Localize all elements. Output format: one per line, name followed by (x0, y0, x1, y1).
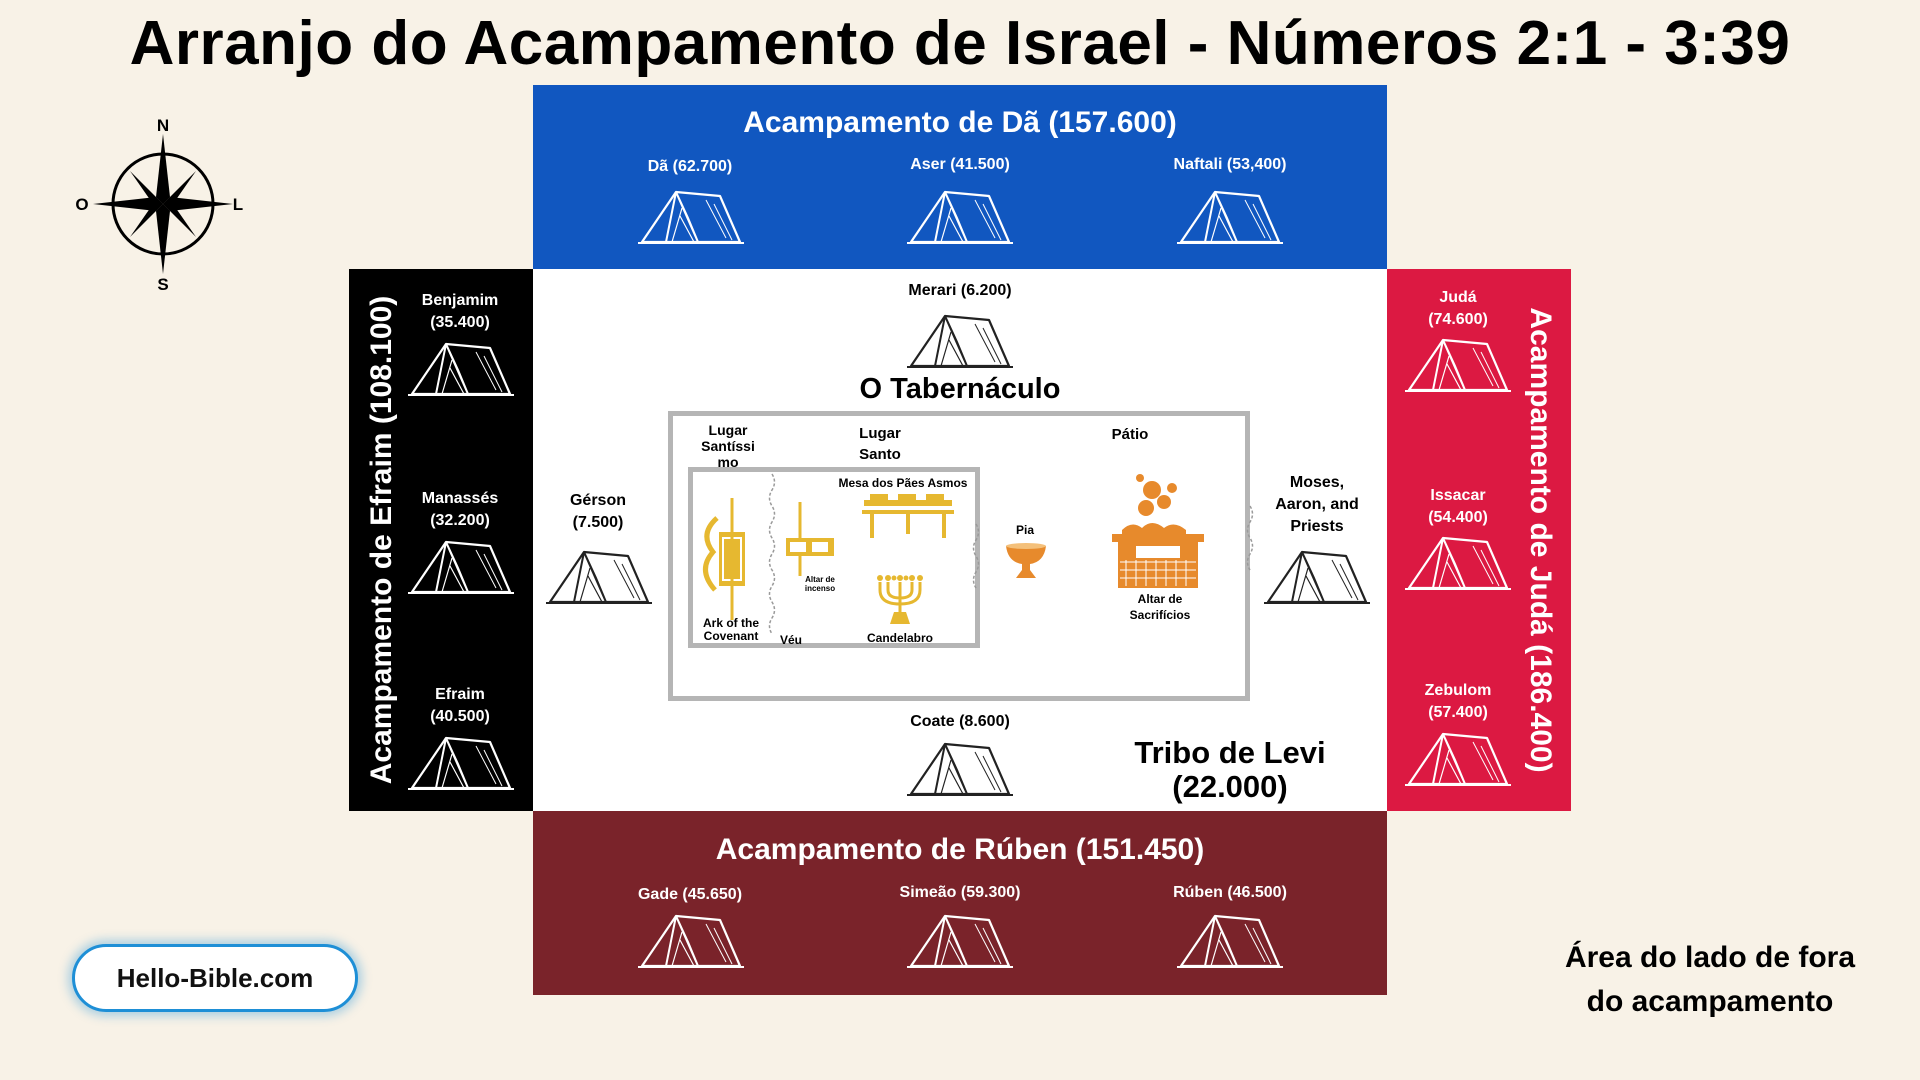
tent-icon (907, 190, 1013, 244)
tent-label-merari: Merari (6.200) (908, 282, 1012, 299)
tent-aser (905, 186, 1015, 246)
tent-benjamim (406, 338, 516, 398)
tent-label-moses: Moses, Aaron, and Priests (1275, 474, 1359, 535)
camp-south-title: Acampamento de Rúben (151.450) (715, 833, 1205, 866)
tent-icon (638, 914, 744, 968)
tabernacle-title: O Tabernáculo (859, 373, 1061, 405)
tent-icon (1405, 732, 1511, 786)
hello-bible-link[interactable]: Hello-Bible.com (72, 944, 358, 1012)
label-table: Mesa dos Pães Asmos (838, 476, 968, 490)
tent-merari (905, 310, 1015, 370)
tent-label-issacar: Issacar (54.400) (1428, 487, 1488, 526)
tent-gerson (544, 546, 654, 606)
tent-label-aser: Aser (41.500) (910, 156, 1010, 173)
tent-label-juda: Judá (74.600) (1428, 289, 1488, 328)
tent-icon (408, 736, 514, 790)
tent-efraim (406, 732, 516, 792)
tent-issacar (1403, 532, 1513, 592)
label-incense: Altar de incenso (804, 575, 836, 593)
tent-icon (907, 914, 1013, 968)
tent-manasses (406, 536, 516, 596)
sacrifice-altar-icon (1112, 474, 1204, 588)
label-ark: Ark of the Covenant (702, 616, 759, 643)
tent-icon (1405, 536, 1511, 590)
outside-camp-label: Área do lado de fora do acampamento (1564, 941, 1856, 1018)
tent-naftali (1175, 186, 1285, 246)
tent-label-zebulom: Zebulom (57.400) (1424, 682, 1492, 721)
tent-label-coate: Coate (8.600) (910, 713, 1010, 730)
tent-icon (907, 742, 1013, 796)
tent-label-ruben: Rúben (46.500) (1173, 884, 1287, 901)
label-veil: Véu (779, 633, 802, 647)
tent-moses (1262, 546, 1372, 606)
lampstand-icon (877, 575, 923, 624)
tent-label-benjamim: Benjamim (35.400) (421, 292, 499, 331)
tent-zebulom (1403, 728, 1513, 788)
levi-tribe-label: Tribo de Levi (22.000) (1134, 735, 1326, 804)
tent-icon (1264, 550, 1370, 604)
tent-ruben (1175, 910, 1285, 970)
tent-icon (638, 190, 744, 244)
tent-label-manasses: Manassés (32.200) (421, 490, 499, 529)
tent-icon (408, 540, 514, 594)
tent-label-gade: Gade (45.650) (637, 886, 743, 903)
tent-label-da: Dã (62.700) (647, 158, 733, 175)
tent-simeao (905, 910, 1015, 970)
laver-icon (1006, 543, 1046, 578)
tent-juda (1403, 334, 1513, 394)
tent-icon (907, 314, 1013, 368)
page-title: Arranjo do Acampamento de Israel - Númer… (129, 9, 1791, 78)
tabernacle-courtyard (668, 411, 1250, 701)
camp-west-title: Acampamento de Efraim (108.100) (365, 295, 398, 785)
tent-coate (905, 738, 1015, 798)
tent-label-naftali: Naftali (53,400) (1173, 156, 1287, 173)
label-holiest: Lugar Santíssi mo (701, 422, 755, 470)
tent-label-efraim: Efraim (40.500) (430, 686, 490, 725)
tent-icon (408, 342, 514, 396)
veil-curtains (768, 473, 1254, 635)
incense-altar-icon (786, 502, 834, 576)
tent-label-gerson: Gérson (7.500) (569, 492, 626, 531)
compass-n: N (157, 118, 169, 135)
compass-e: L (233, 195, 243, 214)
camp-north-title: Acampamento de Dã (157.600) (743, 106, 1177, 139)
tent-icon (1177, 190, 1283, 244)
bread-table-icon (862, 494, 954, 538)
label-courtyard: Pátio (1111, 426, 1149, 443)
compass-rose: N S O L (70, 116, 260, 294)
label-laver: Pia (1015, 523, 1034, 537)
tent-gade (636, 910, 746, 970)
tent-label-simeao: Simeão (59.300) (899, 884, 1021, 901)
ark-of-covenant-icon (703, 498, 745, 620)
label-holy: Lugar Santo (859, 425, 901, 463)
compass-icon: N S O L (75, 116, 243, 294)
tent-da (636, 186, 746, 246)
label-lampstand: Candelabro (866, 631, 933, 645)
tent-icon (1405, 338, 1511, 392)
compass-w: O (75, 195, 88, 214)
tent-icon (546, 550, 652, 604)
tent-icon (1177, 914, 1283, 968)
camp-east-title: Acampamento de Judá (186.400) (1524, 307, 1557, 773)
compass-s: S (157, 275, 168, 294)
label-altar: Altar de Sacrifícios (1129, 592, 1191, 622)
